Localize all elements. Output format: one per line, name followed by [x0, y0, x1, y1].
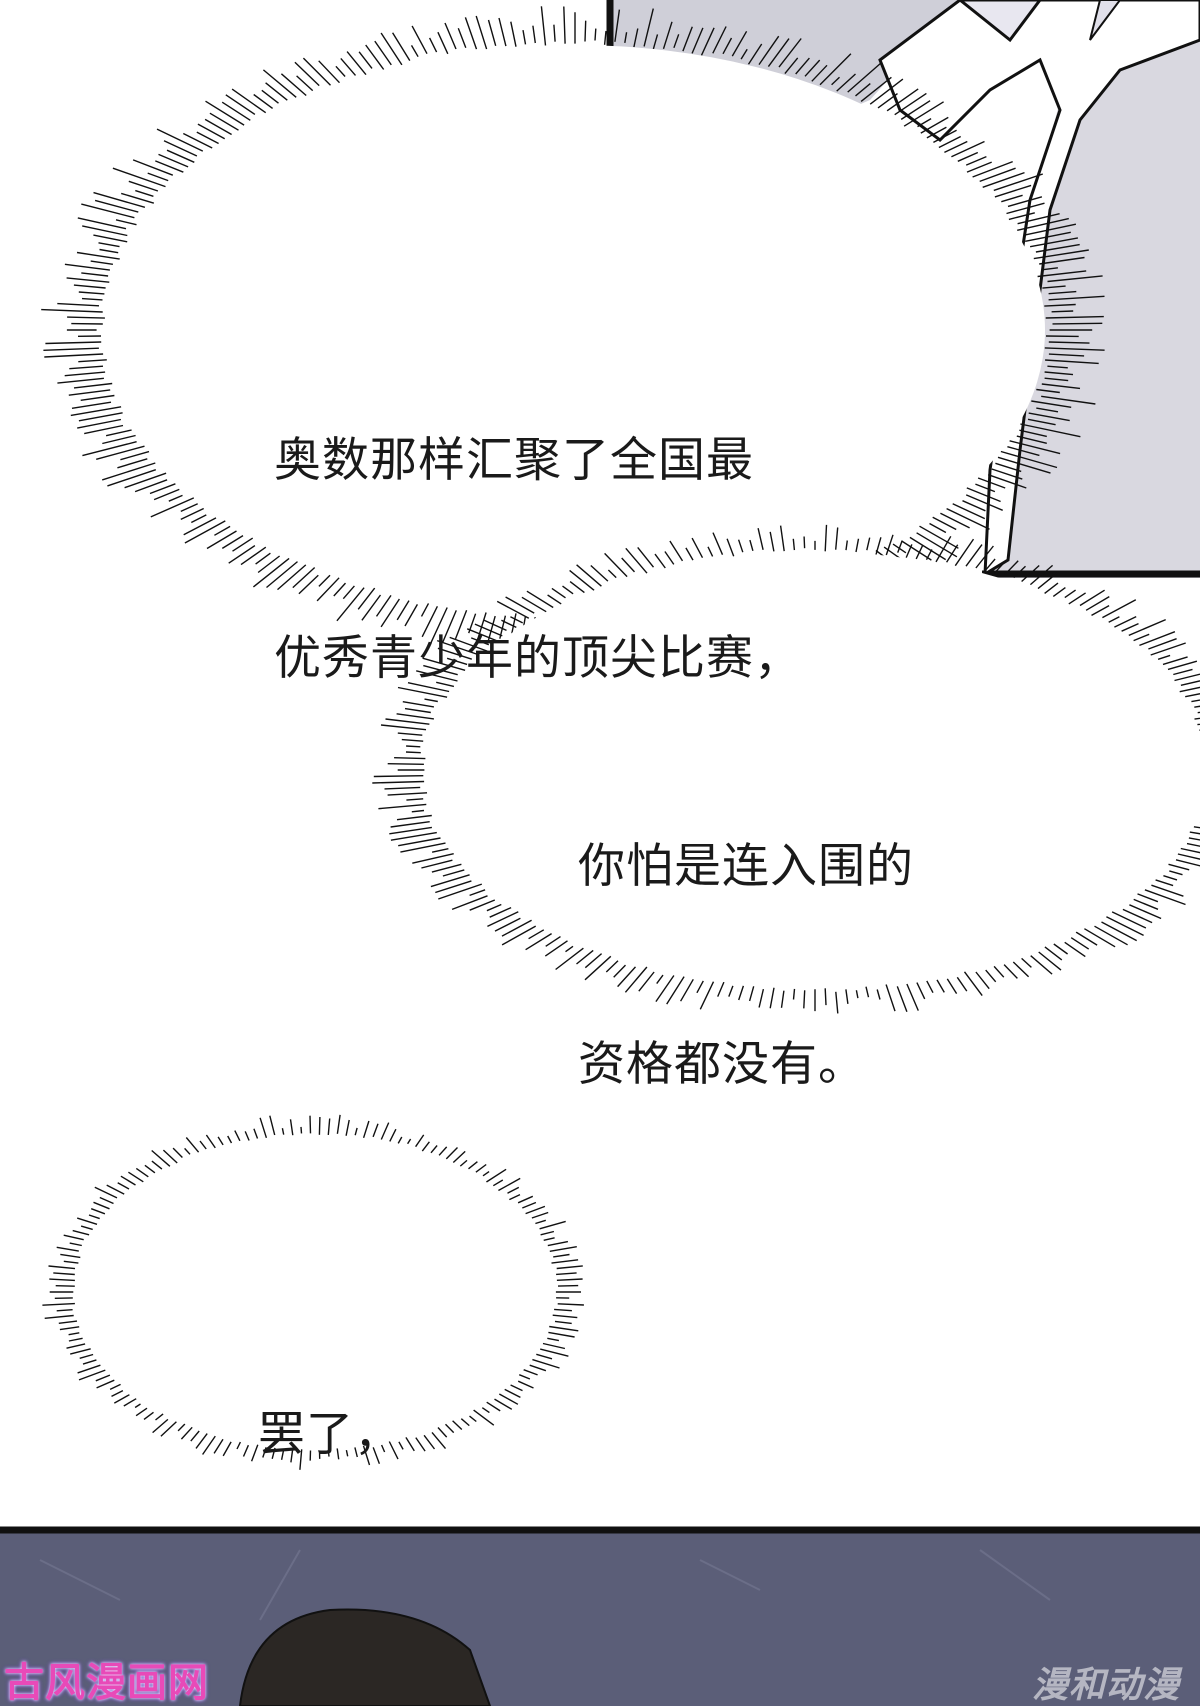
speech-line: 资格都没有。 — [578, 1037, 866, 1092]
speech-line: 罢了， — [258, 1407, 402, 1462]
speech-line: 你怕是连入围的 — [578, 839, 914, 894]
bubble-body — [425, 552, 1200, 988]
speech-bubble-1-text: 奥数那样汇聚了全国最 优秀青少年的顶尖比赛， — [274, 296, 802, 758]
speech-line: 优秀青少年的顶尖比赛， — [274, 631, 802, 686]
bottom-panel — [0, 1526, 1200, 1706]
character-hair-white — [878, 0, 1200, 577]
speech-bubble-2 — [372, 524, 1200, 1014]
speech-line: 奥数那样汇聚了全国最 — [274, 433, 754, 488]
speech-bubbles — [41, 6, 1200, 1470]
speech-bubble-3-text: 罢了， — [258, 1270, 402, 1534]
bubble-hatch-ring — [42, 1114, 584, 1470]
speech-bubble-1 — [41, 6, 1105, 653]
bubble-body — [75, 1135, 555, 1449]
bubble-body — [105, 45, 1045, 615]
character-hair-dark — [238, 1608, 492, 1706]
speech-bubble-3 — [42, 1114, 584, 1470]
bubble-hatch-ring — [372, 524, 1200, 1014]
site-watermark-right: 漫和动漫 — [1031, 1665, 1180, 1706]
site-watermark-left: 古风漫画网 — [4, 1660, 209, 1706]
speech-bubble-2-text: 你怕是连入围的 资格都没有。 — [578, 702, 914, 1164]
